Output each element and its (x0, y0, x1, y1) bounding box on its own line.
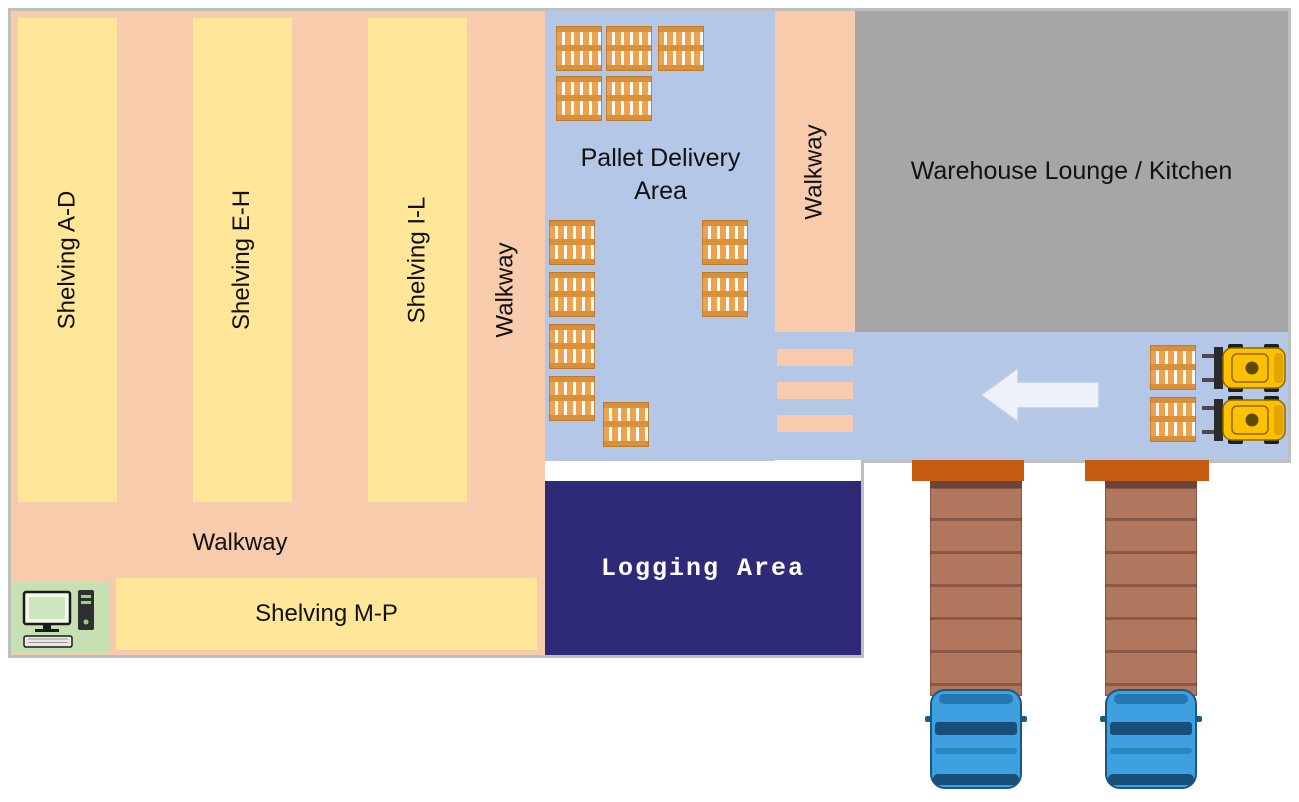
wall-mid-vertical (861, 460, 864, 658)
logging-zone: Logging Area (545, 481, 861, 655)
truck-trailer-icon (1105, 481, 1197, 696)
walkway-right-label: Walkway (801, 123, 828, 220)
pallet-icon (658, 26, 704, 71)
lounge-zone: Warehouse Lounge / Kitchen (855, 11, 1288, 332)
pallet-icon (549, 324, 595, 369)
lounge-label: Warehouse Lounge / Kitchen (910, 157, 1233, 185)
pallet-icon (606, 76, 652, 121)
shelving-m-p-label: Shelving M-P (255, 600, 398, 627)
pallet-icon (549, 272, 595, 317)
walkway-zone-right: Walkway (775, 11, 855, 332)
wall-right (1288, 8, 1291, 463)
pallet-icon (549, 376, 595, 421)
shelving-a-d: Shelving A-D (18, 18, 117, 502)
shelving-e-h-label: Shelving E-H (228, 189, 256, 331)
crosswalk-stripe (777, 382, 853, 399)
shelving-m-p: Shelving M-P (116, 578, 537, 650)
crosswalk-stripe (777, 349, 853, 366)
dock-door (912, 460, 1024, 481)
shelving-i-l: Shelving I-L (368, 18, 467, 502)
shelving-e-h: Shelving E-H (193, 18, 292, 502)
pallet-icon (556, 76, 602, 121)
wall-top (8, 8, 1291, 11)
computer-station (11, 582, 110, 653)
pallet-icon (556, 26, 602, 71)
truck-cab-icon (925, 689, 1027, 789)
walkway-inner: Walkway (467, 100, 545, 480)
pallet-icon (702, 272, 748, 317)
forklift-icon (1202, 396, 1286, 444)
walkway-inner-label: Walkway (492, 242, 519, 338)
pallet-icon (1150, 345, 1196, 390)
pallet-icon (1150, 397, 1196, 442)
pallet-icon (702, 220, 748, 265)
wall-bottom-left (8, 655, 864, 658)
pallet-icon (549, 220, 595, 265)
computer-icon (22, 589, 94, 648)
walkway-bottom-label: Walkway (192, 529, 288, 556)
arrow-left-icon (980, 366, 1100, 424)
wall-left (8, 8, 11, 658)
logging-area-label: Logging Area (600, 553, 806, 583)
forklift-icon (1202, 344, 1286, 392)
pallet-area-label: Pallet Delivery Area (580, 144, 741, 205)
pallet-icon (606, 26, 652, 71)
crosswalk-stripe (777, 415, 853, 432)
shelving-i-l-label: Shelving I-L (403, 196, 431, 324)
pallet-icon (603, 402, 649, 447)
shelving-a-d-label: Shelving A-D (53, 190, 81, 330)
dock-door (1085, 460, 1209, 481)
truck-trailer-icon (930, 481, 1022, 696)
wall-bottom-right (861, 460, 1291, 463)
truck-cab-icon (1100, 689, 1202, 789)
